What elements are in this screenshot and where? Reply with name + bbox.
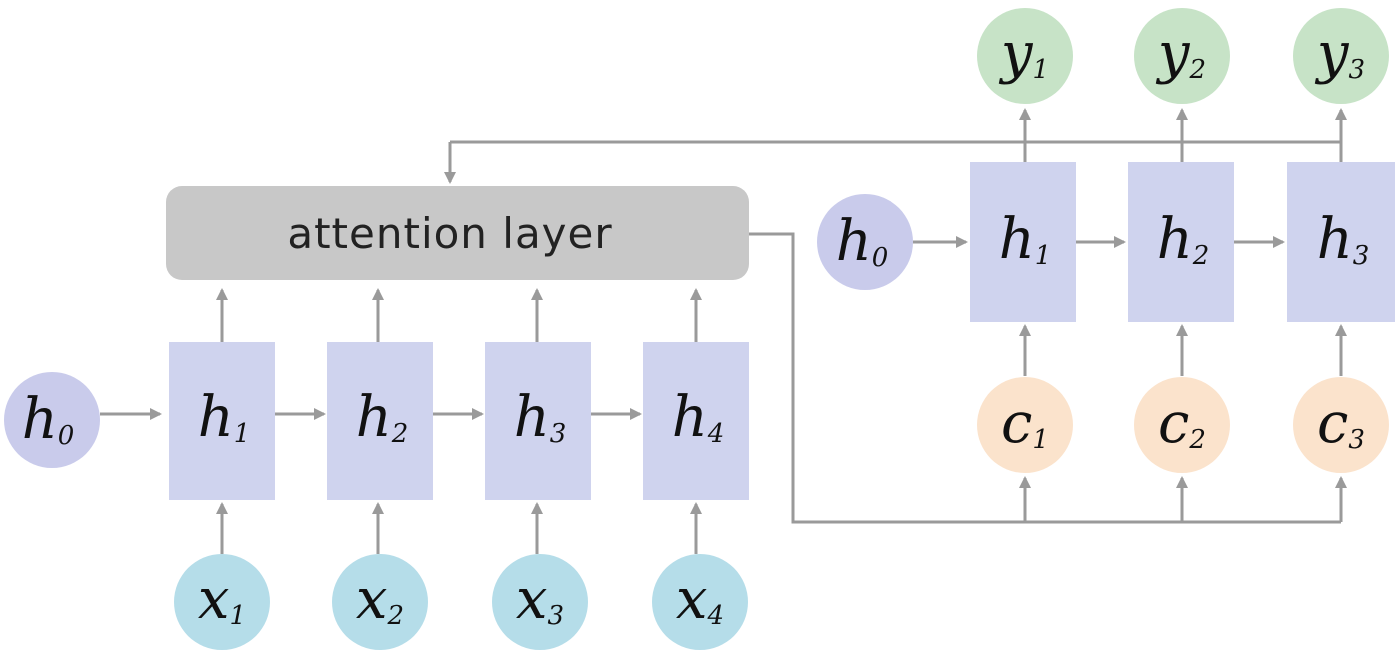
decoder-h0-main: h (836, 209, 872, 274)
svg-text:h1: h1 (999, 207, 1052, 272)
svg-text:y3: y3 (1314, 21, 1365, 86)
encoder-input-arrows (216, 502, 702, 554)
output-y1-sub: 1 (1033, 55, 1050, 85)
encoder-input-x4: x4 (652, 554, 748, 650)
context-c2-sub: 2 (1188, 425, 1206, 455)
output-y1-main: y (998, 21, 1034, 86)
decoder-context-c3: c3 (1293, 377, 1389, 473)
svg-text:h0: h0 (836, 209, 889, 274)
encoder-input-x1: x1 (174, 554, 270, 650)
svg-text:h3: h3 (514, 385, 567, 450)
decoder-output-y2: y2 (1134, 8, 1230, 104)
decoder-h1-sub: 1 (1035, 241, 1052, 271)
svg-text:h1: h1 (198, 385, 251, 450)
encoder-input-x2: x2 (332, 554, 428, 650)
output-y3-sub: 3 (1349, 55, 1366, 85)
output-y2-sub: 2 (1189, 55, 1207, 85)
encoder-h1-sub: 1 (234, 419, 251, 449)
svg-text:x3: x3 (516, 567, 564, 632)
input-x4-sub: 4 (707, 601, 725, 631)
input-x2-sub: 2 (387, 601, 405, 631)
decoder-h3-main: h (1317, 207, 1353, 272)
decoder-hidden-h1: h1 (970, 162, 1076, 322)
encoder-hidden-h4: h4 (643, 342, 749, 500)
input-x3-sub: 3 (548, 601, 565, 631)
svg-text:h3: h3 (1317, 207, 1370, 272)
svg-text:h2: h2 (1157, 207, 1210, 272)
encoder-h2-sub: 2 (391, 419, 409, 449)
decoder-h2-main: h (1157, 207, 1193, 272)
encoder-h3-sub: 3 (550, 419, 567, 449)
encoder-h0-sub: 0 (58, 421, 75, 451)
decoder-context-arrows (1019, 324, 1347, 376)
encoder-hidden-h1: h1 (169, 342, 275, 500)
encoder-h3-main: h (514, 385, 550, 450)
svg-text:c3: c3 (1317, 391, 1365, 456)
input-x1-sub: 1 (230, 601, 247, 631)
decoder-hidden-h2: h2 (1128, 162, 1234, 322)
encoder-h0-main: h (22, 387, 58, 452)
decoder-output-y3: y3 (1293, 8, 1389, 104)
decoder-hidden-h3: h3 (1287, 162, 1395, 322)
svg-text:h2: h2 (356, 385, 409, 450)
decoder-output-y1: y1 (977, 8, 1073, 104)
svg-text:x2: x2 (356, 567, 404, 632)
input-x1-main: x (198, 567, 230, 632)
svg-text:x4: x4 (676, 567, 724, 632)
decoder-h3-sub: 3 (1353, 241, 1370, 271)
decoder-h1-main: h (999, 207, 1035, 272)
attention-layer-box (166, 186, 749, 280)
attention-layer-label: attention layer (287, 209, 612, 258)
encoder-input-x3: x3 (492, 554, 588, 650)
encoder-h4-sub: 4 (707, 419, 725, 449)
decoder-to-attention-feedback (444, 140, 1341, 184)
svg-text:c1: c1 (1001, 391, 1049, 456)
output-y3-main: y (1314, 21, 1350, 86)
context-c3-sub: 3 (1348, 425, 1365, 455)
encoder-h1-main: h (198, 385, 234, 450)
decoder-context-c2: c2 (1134, 377, 1230, 473)
encoder-to-attention-arrows (216, 288, 702, 342)
context-c2-main: c (1158, 391, 1189, 456)
svg-text:y2: y2 (1155, 21, 1206, 86)
svg-text:h4: h4 (672, 385, 725, 450)
encoder-h0-node: h0 (4, 372, 100, 468)
svg-text:x1: x1 (198, 567, 246, 632)
encoder-h2-main: h (356, 385, 392, 450)
encoder-hidden-h2: h2 (327, 342, 433, 500)
input-x3-main: x (516, 567, 548, 632)
input-x4-main: x (676, 567, 708, 632)
context-c1-main: c (1001, 391, 1032, 456)
svg-text:c2: c2 (1158, 391, 1206, 456)
svg-text:y1: y1 (998, 21, 1049, 86)
decoder-h0-node: h0 (817, 194, 913, 290)
context-c1-sub: 1 (1032, 425, 1049, 455)
decoder-h2-sub: 2 (1192, 241, 1210, 271)
decoder-context-c1: c1 (977, 377, 1073, 473)
input-x2-main: x (356, 567, 388, 632)
svg-text:h0: h0 (22, 387, 75, 452)
decoder-output-arrows (1019, 108, 1347, 162)
context-c3-main: c (1317, 391, 1348, 456)
encoder-hidden-h3: h3 (485, 342, 591, 500)
attention-to-context-wires (749, 232, 1347, 524)
output-y2-main: y (1155, 21, 1191, 86)
encoder-h4-main: h (672, 385, 708, 450)
decoder-h0-sub: 0 (872, 243, 889, 273)
